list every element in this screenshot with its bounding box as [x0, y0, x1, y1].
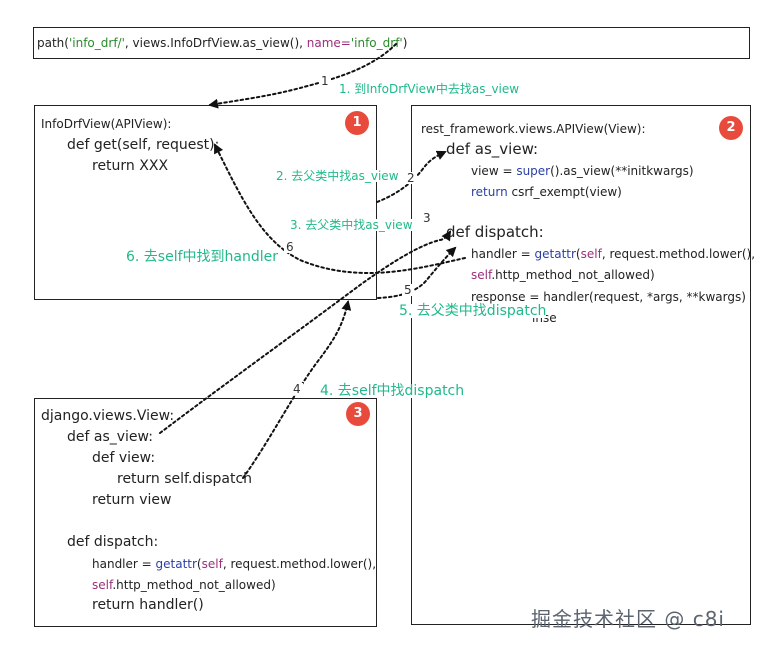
- box2-not-allowed: .http_method_not_allowed): [491, 268, 655, 282]
- box2-response-line: response = handler(request, *args, **kwa…: [471, 290, 746, 304]
- path-name-string: 'info_drf': [350, 36, 403, 50]
- box3-return-dispatch: return self.dispatch: [117, 471, 253, 487]
- box3-self-2: self: [92, 578, 113, 592]
- box3-def-dispatch: def dispatch:: [67, 534, 159, 550]
- box2-self-2: self: [471, 268, 492, 282]
- box3-getattr: getattr: [155, 557, 197, 571]
- box3-class-line: django.views.View:: [41, 408, 175, 424]
- django-view-box: [34, 398, 377, 627]
- apiview-box: [411, 105, 751, 625]
- box2-not-allowed-line: self.http_method_not_allowed): [471, 269, 655, 281]
- arrow-1: [208, 43, 397, 109]
- url-path-box: [33, 27, 750, 59]
- arrow-number-6: 6: [284, 240, 296, 254]
- box2-method-lower: , request.method.lower(),: [601, 247, 756, 261]
- url-path-line: path('info_drf/', views.InfoDrfView.as_v…: [37, 37, 407, 49]
- box2-class-line: rest_framework.views.APIView(View):: [421, 122, 646, 136]
- arrow-6: [214, 143, 466, 274]
- box3-not-allowed: .http_method_not_allowed): [112, 578, 276, 592]
- box3-def-as-view: def as_view:: [67, 429, 153, 445]
- box2-handler-assign: handler =: [471, 247, 535, 261]
- path-close: ): [402, 36, 408, 50]
- box3-handler-assign: handler =: [92, 557, 156, 571]
- box3-method-lower: , request.method.lower(),: [222, 557, 377, 571]
- step-3-label: 3. 去父类中找as_view: [290, 218, 413, 232]
- box2-as-view-call: ().as_view(**initkwargs): [550, 164, 694, 178]
- arrow-3: [159, 230, 452, 434]
- watermark: 掘金技术社区 @ c8i: [531, 607, 725, 631]
- box1-class-line: InfoDrfView(APIView):: [41, 117, 172, 131]
- path-route-string: 'info_drf/': [68, 36, 125, 50]
- arrow-4: [242, 300, 352, 479]
- box2-getattr: getattr: [534, 247, 576, 261]
- info-drf-view-box: [34, 105, 377, 300]
- path-func: path(: [37, 36, 69, 50]
- box2-def-as-view: def as_view:: [446, 140, 539, 158]
- badge-2: 2: [719, 116, 743, 140]
- box2-view-assign: view =: [471, 164, 517, 178]
- arrow-number-1: 1: [319, 74, 331, 88]
- arrow-2: [376, 150, 447, 203]
- arrow-number-2: 2: [405, 171, 417, 185]
- arrow-number-4: 4: [291, 382, 303, 396]
- box2-self: self: [580, 247, 602, 261]
- box2-super: super: [516, 164, 551, 178]
- box2-return-kw: return: [471, 185, 508, 199]
- box2-handler-line: handler = getattr(self, request.method.l…: [471, 248, 755, 260]
- box2-def-dispatch: def dispatch:: [446, 223, 544, 241]
- step-6-label: 6. 去self中找到handler: [126, 249, 279, 265]
- box2-csrf-exempt: csrf_exempt(view): [507, 185, 622, 199]
- step-1-label: 1. 到InfoDrfView中去找as_view: [339, 82, 520, 96]
- box1-def-get: def get(self, request):: [67, 137, 220, 153]
- step-2-label: 2. 去父类中找as_view: [276, 169, 399, 183]
- step-4-label: 4. 去self中找dispatch: [320, 383, 465, 399]
- box2-return-line: return csrf_exempt(view): [471, 186, 622, 198]
- box3-return-handler: return handler(): [92, 597, 204, 613]
- box2-view-line: view = super().as_view(**initkwargs): [471, 165, 694, 177]
- step-5-label: 5. 去父类中找dispatch: [399, 303, 547, 319]
- arrow-number-3: 3: [421, 211, 433, 225]
- box1-return: return XXX: [92, 158, 169, 174]
- badge-1: 1: [345, 111, 369, 135]
- box3-paren: (: [196, 557, 202, 571]
- box2-paren: (: [575, 247, 581, 261]
- box3-not-allowed-line: self.http_method_not_allowed): [92, 579, 276, 591]
- path-view-call: , views.InfoDrfView.as_view(),: [124, 36, 307, 50]
- arrow-number-5: 5: [402, 283, 414, 297]
- path-name-kw: name=: [306, 36, 351, 50]
- box3-def-view: def view:: [92, 450, 156, 466]
- badge-3: 3: [346, 402, 370, 426]
- arrow-5: [377, 246, 457, 299]
- box3-return-view: return view: [92, 492, 172, 508]
- box3-self: self: [201, 557, 223, 571]
- box3-handler-line: handler = getattr(self, request.method.l…: [92, 558, 376, 570]
